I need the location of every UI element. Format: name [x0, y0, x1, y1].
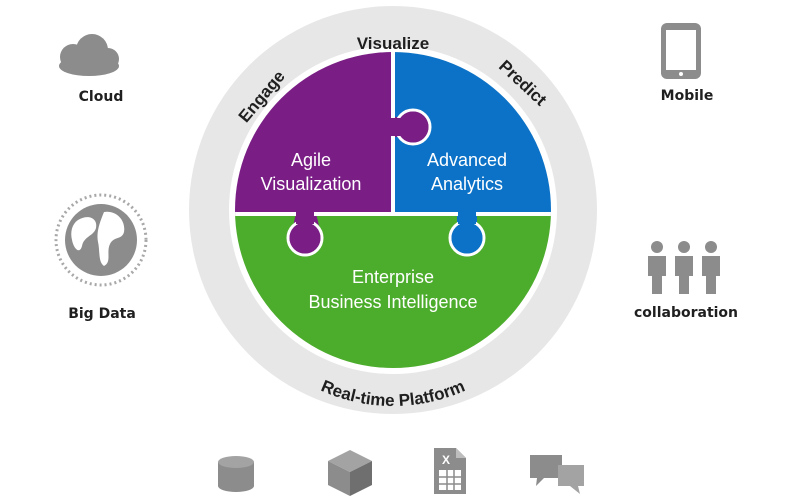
tablet-icon [661, 23, 701, 79]
cube-icon [328, 450, 372, 496]
mobile-label: Mobile [661, 88, 714, 104]
ring-label-top: Visualize [357, 34, 429, 53]
cloud-icon [59, 34, 119, 76]
green-piece-label-line1: Enterprise [352, 267, 434, 287]
spreadsheet-icon: X [434, 448, 466, 494]
collaboration-label: collaboration [634, 305, 738, 321]
purple-piece-label-line2: Visualization [261, 174, 362, 194]
blue-piece-label-line2: Analytics [431, 174, 503, 194]
blue-piece-label-line1: Advanced [427, 150, 507, 170]
green-piece-label-line2: Business Intelligence [308, 292, 477, 312]
chat-icon [530, 455, 584, 494]
globe-icon [54, 193, 148, 287]
big-data-label: Big Data [68, 306, 136, 322]
people-icon [648, 241, 720, 294]
database-icon [218, 456, 254, 492]
cloud-label: Cloud [79, 89, 124, 105]
purple-piece-label-line1: Agile [291, 150, 331, 170]
svg-text:X: X [442, 453, 450, 467]
